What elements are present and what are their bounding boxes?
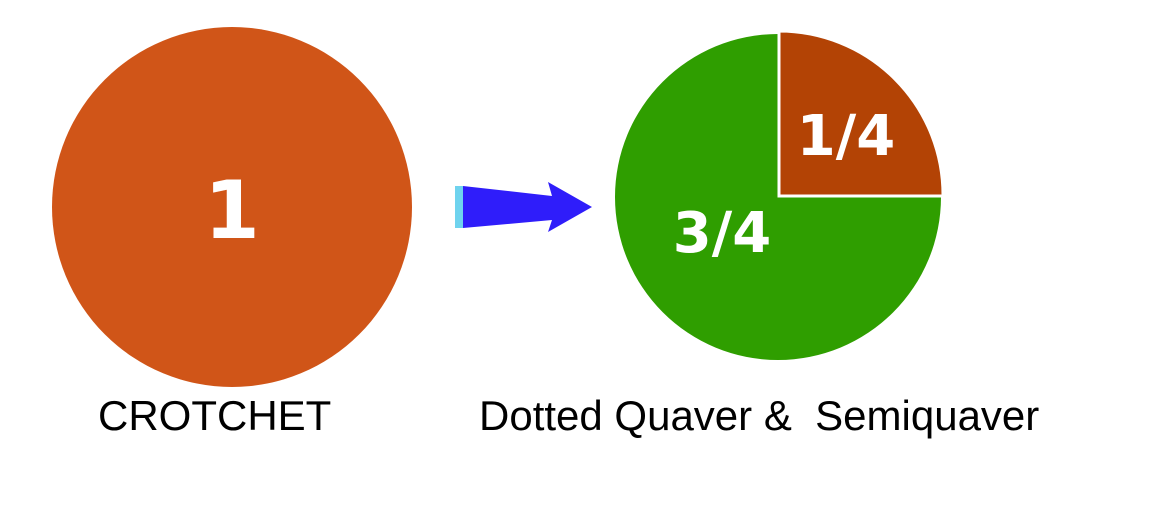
pie-slice-one-quarter	[777, 29, 945, 198]
arrow-icon	[455, 182, 592, 232]
crotchet-value-label: 1	[204, 164, 260, 257]
arrow-body	[463, 182, 592, 232]
crotchet-caption: CROTCHET	[98, 392, 332, 439]
crotchet-circle	[52, 27, 412, 387]
pie-minor-label: 1/4	[797, 104, 895, 169]
pie-major-label: 3/4	[673, 201, 771, 266]
arrow-tail	[455, 186, 463, 228]
dotted-caption: Dotted Quaver & Semiquaver	[479, 392, 1040, 439]
